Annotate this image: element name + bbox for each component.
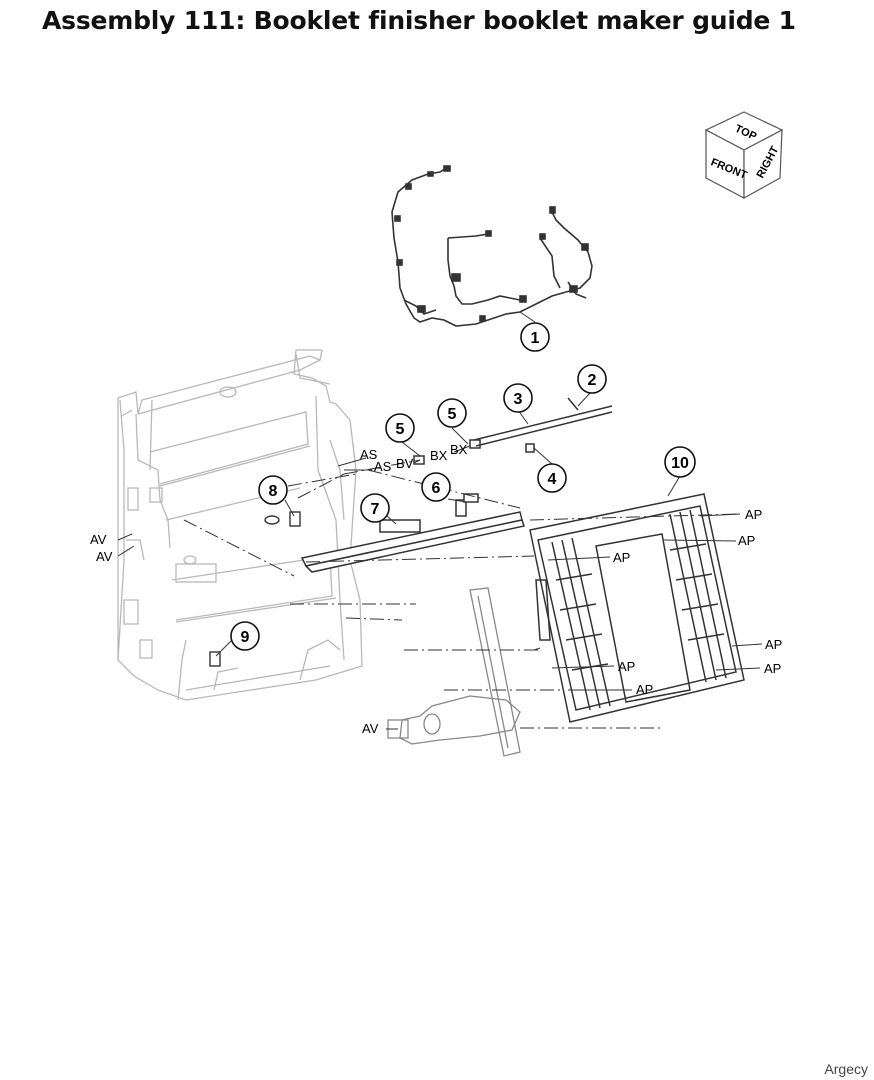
callout-4: 4 [537,463,567,493]
wire-harness-part [391,165,593,327]
callout-10-label: 10 [671,455,689,472]
callout-5b-label: 5 [448,406,457,423]
callout-4-label: 4 [548,471,557,488]
leader-lines [117,311,763,730]
callout-6-label: 6 [432,480,441,497]
ref-label-as-1: AS [360,447,378,462]
ref-label-ap-4: AP [765,637,782,652]
callout-5a-label: 5 [396,421,405,438]
callout-8: 8 [258,475,288,505]
ref-label-ap-1: AP [745,507,762,522]
shaft-part [473,397,613,453]
callout-10: 10 [664,446,696,478]
callout-7-label: 7 [371,501,380,518]
ref-label-ap-6: AP [618,659,635,674]
ref-label-ap-5: AP [764,661,781,676]
guide-assembly-part [300,439,525,573]
ref-label-av-1: AV [90,532,107,547]
drive-unit-part [387,587,521,757]
orientation-cube: TOP FRONT RIGHT [704,111,784,200]
ref-label-ap-2: AP [738,533,755,548]
callout-1: 1 [520,322,550,352]
ref-label-av-3: AV [362,721,379,736]
ref-label-bx-2: BX [450,442,468,457]
ref-label-as-2: AS [374,459,392,474]
callout-2-label: 2 [588,372,597,389]
ref-label-ap-3: AP [613,550,630,565]
ref-label-av-2: AV [96,549,113,564]
callout-6: 6 [421,472,451,502]
callout-5b: 5 [437,398,467,428]
callout-9-label: 9 [241,629,250,646]
ref-label-bv: BV [396,456,414,471]
callout-9: 9 [230,621,260,651]
ref-label-ap-7: AP [636,682,653,697]
ref-label-bx-1: BX [430,448,448,463]
callout-2: 2 [577,364,607,394]
clip-parts [209,511,301,667]
callout-7: 7 [360,493,390,523]
page-title: Assembly 111: Booklet finisher booklet m… [42,6,796,35]
callout-3-label: 3 [514,391,523,408]
callout-3: 3 [503,383,533,413]
callout-8-label: 8 [269,483,278,500]
callout-5a: 5 [385,413,415,443]
callout-1-label: 1 [531,330,540,347]
watermark-text: Argecy [824,1061,868,1077]
reference-labels: AS AS BV BX BX AV AV AV AP AP AP AP AP A… [90,442,782,736]
